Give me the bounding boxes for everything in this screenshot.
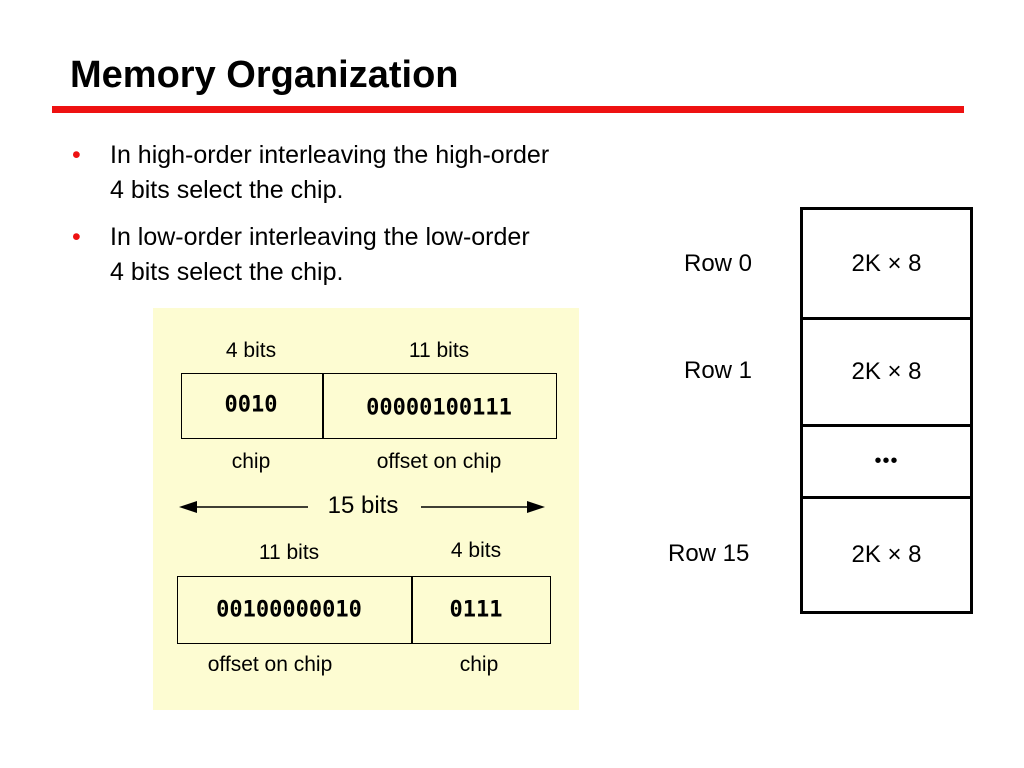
low-order-chip-bits: 0111 [449,597,503,623]
low-order-left-caption: offset on chip [207,653,333,676]
bullet-text-line: 4 bits select the chip. [110,258,344,286]
low-order-left-width: 11 bits [258,541,320,564]
high-order-offset-bits: 00000100111 [366,395,512,421]
field-divider [322,374,324,438]
bullet-text-line: 4 bits select the chip. [110,176,344,204]
high-order-left-width: 4 bits [225,339,277,362]
title-underline [52,106,964,113]
high-order-address-box [181,373,557,439]
bullet-marker: • [72,141,81,169]
low-order-offset-bits: 00100000010 [216,597,362,623]
ellipsis-cell: ••• [803,424,970,496]
bullet-item: • In low-order interleaving the low-orde… [72,220,692,290]
page-title: Memory Organization [70,54,459,96]
low-order-right-width: 4 bits [450,539,502,562]
address-diagram: 4 bits 11 bits 0010 00000100111 chip off… [153,308,579,710]
memory-chip-table: 2K × 8 2K × 8 ••• 2K × 8 [800,207,973,614]
bullet-text-line: In high-order interleaving the high-orde… [110,141,550,169]
bullet-list: • In high-order interleaving the high-or… [72,138,692,302]
row-label: Row 1 [684,357,753,384]
chip-cell: 2K × 8 [803,496,970,611]
chip-cell: 2K × 8 [851,249,922,277]
total-bits-arrow [179,501,545,513]
total-bits-label: 15 bits [327,492,399,519]
row-label: Row 0 [684,250,753,277]
low-order-right-caption: chip [459,653,499,676]
high-order-right-width: 11 bits [408,339,470,362]
bullet-text-line: In low-order interleaving the low-order [110,223,530,251]
field-divider [411,577,413,643]
row-label: Row 15 [668,540,750,567]
bullet-item: • In high-order interleaving the high-or… [72,138,692,208]
high-order-chip-bits: 0010 [224,392,278,418]
chip-cell: 2K × 8 [803,317,970,424]
high-order-left-caption: chip [231,450,271,473]
high-order-right-caption: offset on chip [376,450,502,473]
low-order-address-box [177,576,551,644]
bullet-marker: • [72,223,81,251]
